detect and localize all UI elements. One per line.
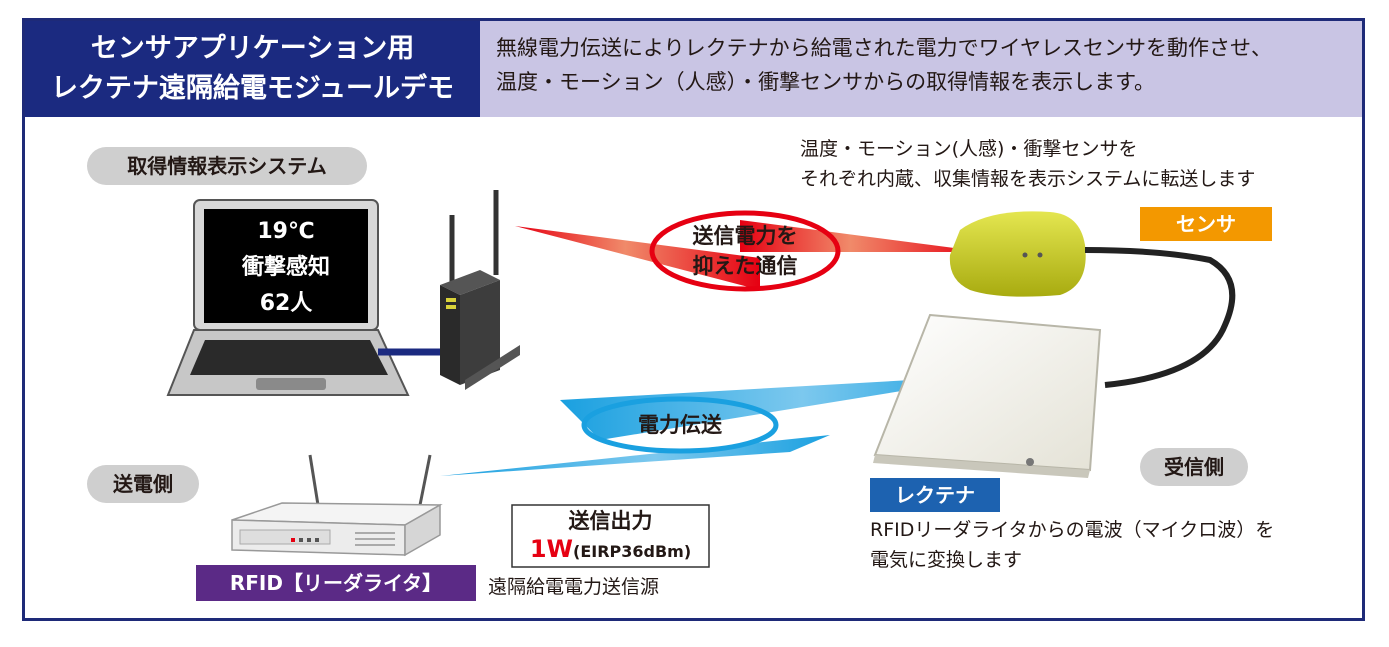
reader-tag: RFID【リーダライタ】 — [196, 565, 476, 601]
receiver-side-label: 受信側 — [1140, 448, 1248, 486]
screen-temperature: 19℃ — [257, 219, 315, 244]
comm-oval: 送信電力を 抑えた通信 — [655, 221, 835, 281]
power-beam-upper — [560, 375, 1000, 440]
sensor-icon — [949, 211, 1086, 297]
sensor-note-line2: それぞれ内蔵、収集情報を表示システムに転送します — [800, 168, 1256, 190]
tx-power-value: 1W — [529, 535, 574, 563]
header-title-line2: レクテナ遠隔給電モジュールデモ — [50, 73, 455, 104]
rectenna-desc-line1: RFIDリーダライタからの電波（マイクロ波）を — [870, 519, 1275, 541]
laptop-screen: 19℃ 衝撃感知 62人 — [204, 214, 368, 322]
tx-power: 送信出力 1W(EIRP36dBm) — [512, 508, 709, 566]
rectenna-desc-line2: 電気に変換します — [870, 549, 1023, 571]
comm-beam — [515, 220, 985, 290]
comm-oval-outline — [649, 210, 841, 292]
power-oval-outline — [581, 396, 779, 454]
sensor-tag: センサ — [1140, 207, 1272, 241]
header-title-line1: センサアプリケーション用 — [90, 33, 415, 64]
header-desc-line2: 温度・モーション（人感）・衝撃センサからの取得情報を表示します。 — [496, 70, 1155, 94]
screen-people-count: 62人 — [259, 291, 313, 316]
power-beam-lower — [440, 435, 830, 476]
rectenna-description: RFIDリーダライタからの電波（マイクロ波）を 電気に変換します — [870, 515, 1350, 575]
tx-power-box — [511, 504, 710, 568]
comm-oval-line1: 送信電力を — [692, 224, 798, 248]
laptop-icon — [166, 199, 440, 396]
sensor-cable — [1084, 247, 1236, 388]
rectenna-icon — [873, 313, 1102, 478]
router-icon — [440, 190, 520, 390]
sensor-note-line1: 温度・モーション(人感)・衝撃センサを — [800, 138, 1138, 160]
comm-beam-right — [740, 220, 985, 252]
header-description: 無線電力伝送によりレクテナから給電された電力でワイヤレスセンサを動作させ、 温度… — [480, 21, 1362, 117]
reader-icon — [231, 454, 443, 557]
power-oval: 電力伝送 — [638, 413, 722, 437]
tx-power-title: 送信出力 — [568, 509, 653, 533]
comm-beam-left — [515, 226, 760, 290]
tx-power-value-row: 1W(EIRP36dBm) — [512, 535, 709, 566]
tx-power-detail: (EIRP36dBm) — [573, 542, 692, 561]
sender-side-label: 送電側 — [87, 465, 199, 503]
display-system-label: 取得情報表示システム — [87, 147, 367, 185]
reader-description: 遠隔給電電力送信源 — [488, 576, 660, 598]
comm-oval-line2: 抑えた通信 — [692, 254, 798, 278]
header-title: センサアプリケーション用 レクテナ遠隔給電モジュールデモ — [25, 21, 480, 117]
rectenna-tag: レクテナ — [870, 478, 1000, 512]
header-desc-line1: 無線電力伝送によりレクテナから給電された電力でワイヤレスセンサを動作させ、 — [496, 36, 1272, 60]
screen-shock: 衝撃感知 — [241, 255, 330, 280]
sensor-note: 温度・モーション(人感)・衝撃センサを それぞれ内蔵、収集情報を表示システムに転… — [800, 134, 1360, 194]
